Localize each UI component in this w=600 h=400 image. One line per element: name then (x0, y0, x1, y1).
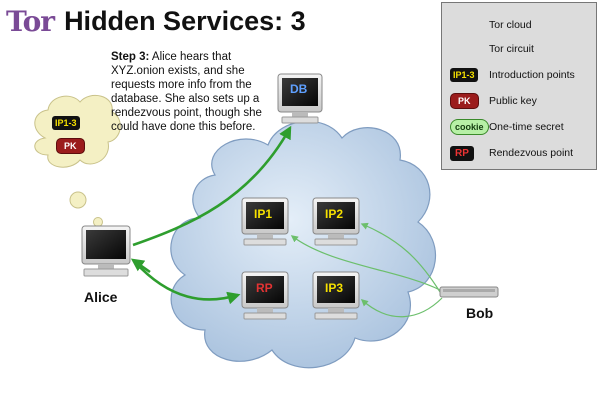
legend-label-pk: Public key (489, 95, 537, 107)
legend-cookie-badge: cookie (450, 119, 489, 135)
legend-ip-badge: IP1-3 (450, 68, 478, 82)
ip3-label: IP3 (325, 281, 344, 295)
legend-label-cloud: Tor cloud (489, 19, 532, 31)
legend-item-circuit: Tor circuit (442, 39, 596, 59)
bob-computer (439, 286, 499, 298)
legend-label-cookie: One-time secret (489, 121, 564, 133)
rp-computer (241, 271, 289, 320)
bob-ip2-link (360, 222, 441, 293)
step-description: Step 3: Alice hears that XYZ.onion exist… (111, 50, 271, 134)
ip2-computer (312, 197, 360, 246)
bubble-pk-badge: PK (56, 138, 85, 154)
tor-logo: Tor (6, 4, 55, 38)
title-block: Tor Hidden Services: 3 (6, 4, 306, 38)
legend-item-rp: RP Rendezvous point (442, 143, 596, 163)
ip1-label: IP1 (254, 207, 273, 221)
ip2-label: IP2 (325, 207, 344, 221)
ip3-computer (312, 271, 360, 320)
circuit-alice-rp (134, 261, 241, 305)
rp-label: RP (256, 281, 273, 295)
step-heading: Step 3: (111, 51, 150, 63)
legend-item-ip: IP1-3 Introduction points (442, 65, 596, 85)
legend-label-circuit: Tor circuit (489, 43, 534, 55)
legend: Tor cloud Tor circuit IP1-3 Introduction… (441, 2, 597, 170)
page-title: Hidden Services: 3 (64, 5, 306, 36)
alice-computer (81, 225, 131, 277)
circuit-alice-db (132, 125, 292, 247)
bob-ip1-link (290, 235, 441, 291)
legend-item-pk: PK Public key (442, 91, 596, 111)
legend-label-ip: Introduction points (489, 69, 575, 81)
bob-ip3-link (360, 297, 443, 318)
legend-label-rp: Rendezvous point (489, 147, 574, 159)
bob-label: Bob (466, 305, 494, 321)
bubble-ip-badge: IP1-3 (52, 116, 80, 130)
db-label: DB (290, 82, 308, 96)
legend-item-cloud: Tor cloud (442, 15, 596, 35)
alice-label: Alice (84, 289, 118, 305)
step-text: Alice hears that XYZ.onion exists, and s… (111, 51, 262, 133)
legend-pk-badge: PK (450, 93, 479, 109)
db-computer (277, 73, 323, 124)
tor-cloud (170, 120, 437, 369)
ip1-computer (241, 197, 289, 246)
legend-rp-badge: RP (450, 145, 474, 161)
legend-item-cookie: cookie One-time secret (442, 117, 596, 137)
